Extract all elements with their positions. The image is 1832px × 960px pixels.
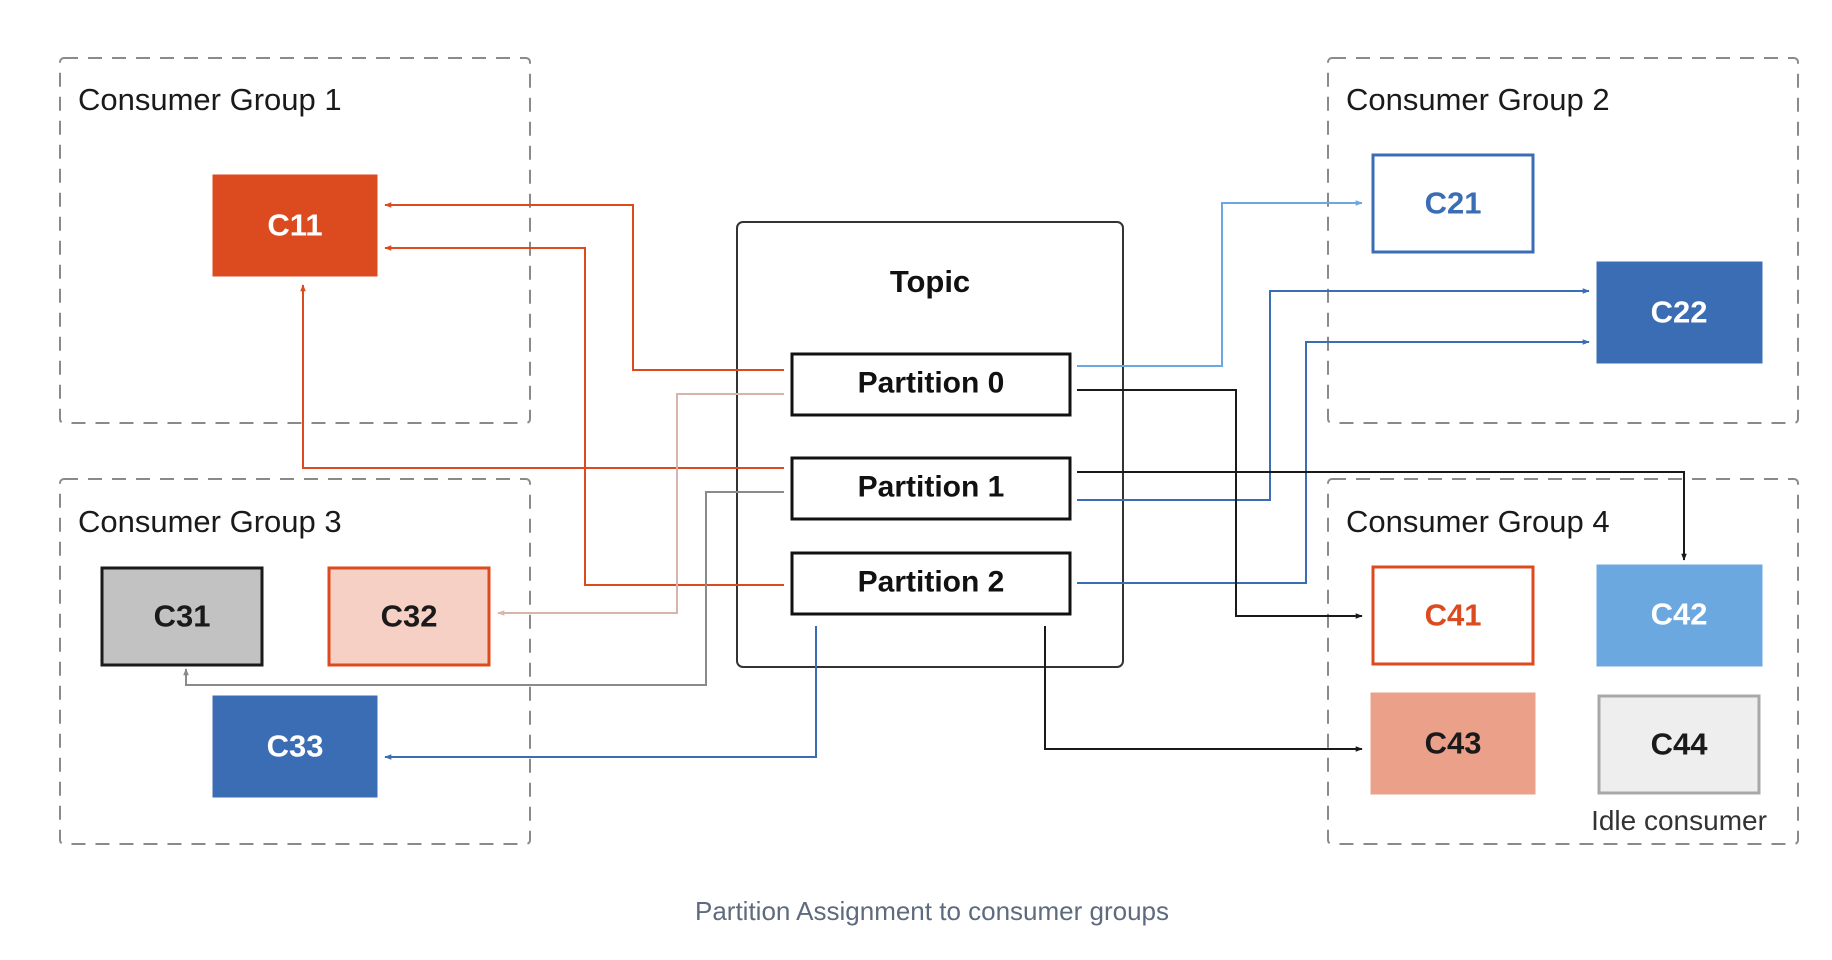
consumer-c31: C31 — [100, 566, 264, 667]
group-title: Consumer Group 4 — [1346, 504, 1610, 539]
topic-box: Topic — [736, 221, 1124, 668]
consumer-c33: C33 — [212, 695, 378, 798]
topic-title: Topic — [890, 264, 970, 299]
consumer-c41: C41 — [1371, 565, 1535, 666]
connector-p2-c11 — [384, 245, 784, 586]
connector-p0-c11 — [384, 202, 784, 371]
consumer-label: C11 — [267, 208, 322, 243]
partition-label: Partition 1 — [858, 471, 1005, 504]
consumer-group-1: Consumer Group 1 — [59, 57, 531, 424]
consumer-c22: C22 — [1596, 261, 1763, 364]
consumer-c43: C43 — [1370, 692, 1536, 795]
connector-p2-c43 — [1044, 626, 1363, 752]
consumer-c21: C21 — [1371, 153, 1535, 254]
connector-p0-c32 — [497, 393, 784, 616]
consumer-c44: C44 — [1597, 694, 1761, 795]
connector-p1-c42 — [1077, 471, 1687, 561]
consumer-label: C44 — [1651, 727, 1709, 762]
consumer-group-2: Consumer Group 2 — [1327, 57, 1799, 424]
consumer-label: C33 — [267, 729, 324, 764]
connector-p0-c21 — [1077, 200, 1363, 367]
assignment-connectors — [183, 200, 1687, 760]
figure-caption: Partition Assignment to consumer groups — [695, 896, 1169, 926]
consumer-c11: C11 — [212, 174, 378, 277]
consumer-label: C22 — [1651, 295, 1708, 330]
group-title: Consumer Group 2 — [1346, 82, 1610, 117]
group-title: Consumer Group 3 — [78, 504, 342, 539]
connector-p0-c41 — [1077, 389, 1363, 619]
consumer-label: C21 — [1425, 186, 1482, 221]
connector-p1-c11 — [300, 284, 784, 469]
consumer-c32: C32 — [327, 566, 491, 667]
partition-0: Partition 0 — [790, 352, 1072, 417]
idle-consumer-note: Idle consumer — [1591, 805, 1767, 836]
consumer-label: C31 — [154, 599, 211, 634]
consumer-group-4: Consumer Group 4 — [1327, 478, 1799, 845]
connector-p1-c31 — [183, 491, 784, 686]
partition-1: Partition 1 — [790, 456, 1072, 521]
consumer-label: C41 — [1425, 598, 1482, 633]
consumer-label: C42 — [1651, 597, 1708, 632]
consumer-group-3: Consumer Group 3 — [59, 478, 531, 845]
consumer-label: C43 — [1425, 726, 1482, 761]
connector-p2-c33 — [384, 626, 817, 760]
consumer-c42: C42 — [1596, 564, 1763, 667]
partition-label: Partition 2 — [858, 566, 1005, 599]
partition-2: Partition 2 — [790, 551, 1072, 616]
connector-p1-c22 — [1077, 288, 1590, 501]
group-title: Consumer Group 1 — [78, 82, 342, 117]
partition-label: Partition 0 — [858, 367, 1005, 400]
connector-p2-c22 — [1077, 339, 1590, 584]
consumer-label: C32 — [381, 599, 438, 634]
